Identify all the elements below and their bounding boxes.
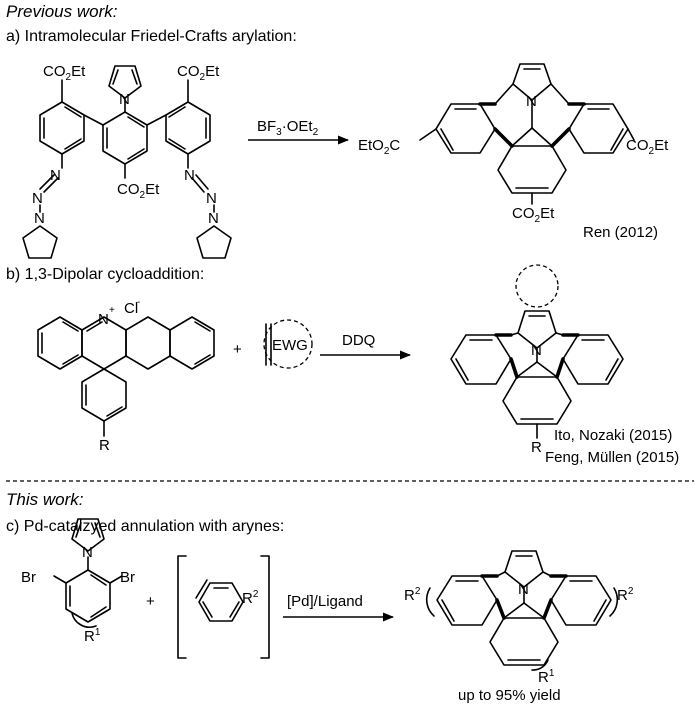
iminium-n: N: [98, 311, 109, 328]
section-a-sm-labels: CO2Et CO2Et CO2Et N N N N N N N: [32, 63, 220, 227]
section-a-product-labels: N EtO2C CO2Et CO2Et Ren (2012): [358, 93, 669, 241]
pyrrole-n-a: N: [119, 91, 130, 108]
citation-ito-nozaki: Ito, Nozaki (2015): [554, 427, 672, 444]
r-b-sm: R: [99, 437, 110, 454]
chloride-charge: -: [137, 297, 140, 308]
section-c-title: c) Pd-catalzyed annulation with arynes:: [6, 518, 284, 535]
r1-sm: R1: [84, 627, 101, 645]
section-b-title: b) 1,3-Dipolar cycloaddition:: [6, 266, 204, 283]
pyrrole-n-c-sm: N: [82, 544, 93, 561]
section-b-product-labels: N R Ito, Nozaki (2015) Feng, Müllen (201…: [531, 342, 679, 466]
pyrrole-n-c-product: N: [518, 581, 529, 598]
plus-b: +: [233, 341, 242, 358]
section-b-starting-material: [37, 316, 215, 437]
co2et-center: CO2Et: [117, 181, 160, 201]
co2et-right: CO2Et: [177, 63, 220, 83]
r-b-product: R: [531, 439, 542, 456]
co2et-product-bottom: CO2Et: [512, 205, 555, 225]
section-c-product: [425, 550, 619, 671]
triazene-n1-left: N: [50, 167, 61, 184]
previous-work-header: Previous work:: [6, 2, 118, 21]
this-work-header: This work:: [6, 490, 84, 509]
reagent-b: DDQ: [342, 332, 375, 349]
triazene-n2-left: N: [32, 190, 43, 207]
co2et-product-right: CO2Et: [626, 137, 669, 157]
section-c-starting-material: [53, 518, 123, 628]
chloride: Cl: [124, 300, 138, 317]
triazene-n3-left: N: [34, 210, 45, 227]
r1-product: R1: [538, 668, 555, 686]
co2et-left: CO2Et: [43, 63, 86, 83]
eto2c-product: EtO2C: [358, 137, 400, 157]
section-c-sm-labels: N Br Br R1: [21, 544, 135, 645]
bromo-right: Br: [120, 569, 135, 586]
iminium-charge: +: [109, 305, 115, 316]
section-c-aryne: R2: [177, 555, 270, 659]
section-b-product: [450, 264, 624, 439]
section-a-product: [419, 63, 635, 205]
section-a-starting-material: [22, 65, 232, 259]
citation-ren: Ren (2012): [583, 224, 658, 241]
r2-product-right: R2: [617, 586, 634, 604]
pyrrole-n-b-product: N: [531, 342, 542, 359]
citation-feng-mullen: Feng, Müllen (2015): [545, 449, 679, 466]
bromo-left: Br: [21, 569, 36, 586]
plus-c: +: [146, 593, 155, 610]
section-c-product-labels: N R2 R2 R1 up to 95% yield: [404, 581, 634, 704]
triazene-n1-right: N: [184, 167, 195, 184]
reagent-a: BF3·OEt2: [257, 118, 319, 138]
section-a-title: a) Intramolecular Friedel-Crafts arylati…: [6, 28, 297, 45]
reagent-c: [Pd]/Ligand: [287, 593, 363, 610]
pyrrole-n-a-product: N: [526, 93, 537, 110]
r2-aryne: R2: [242, 589, 259, 607]
section-b-alkyne: EWG: [263, 319, 313, 369]
section-b-sm-labels: N + Cl - R: [98, 297, 140, 454]
triazene-n2-right: N: [206, 190, 217, 207]
triazene-n3-right: N: [208, 210, 219, 227]
r2-product-left: R2: [404, 586, 421, 604]
ewg-label: EWG: [272, 337, 308, 354]
yield-text: up to 95% yield: [458, 687, 561, 704]
